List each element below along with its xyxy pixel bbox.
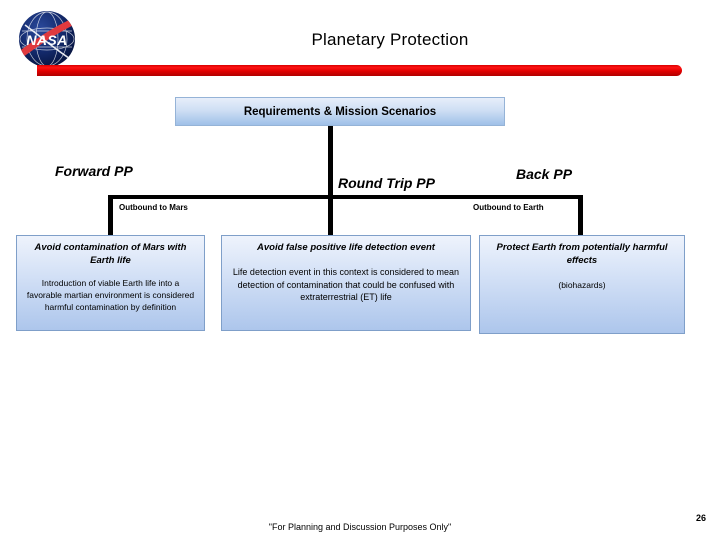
- sublabel-outbound-to-mars: Outbound to Mars: [119, 203, 188, 212]
- branch-label-forward-pp: Forward PP: [55, 163, 133, 179]
- content-box-forward-pp: Avoid contamination of Mars with Earth l…: [16, 235, 205, 331]
- red-divider-bar: [37, 65, 682, 76]
- branch-label-back-pp: Back PP: [516, 166, 573, 182]
- requirements-header-box: Requirements & Mission Scenarios: [175, 97, 505, 126]
- content-box-round-trip-pp: Avoid false positive life detection even…: [221, 235, 471, 331]
- nasa-logo: NASA: [16, 8, 78, 70]
- svg-text:NASA: NASA: [26, 32, 67, 48]
- connector-drop-center: [328, 195, 333, 235]
- content-box-body: Life detection event in this context is …: [232, 266, 460, 303]
- page-title: Planetary Protection: [311, 30, 469, 49]
- content-box-back-pp: Protect Earth from potentially harmful e…: [479, 235, 685, 334]
- slide-number: 26: [695, 513, 706, 523]
- content-box-heading: Avoid false positive life detection even…: [257, 242, 435, 253]
- content-box-body: Introduction of viable Earth life into a…: [26, 277, 195, 312]
- connector-horizontal-bar: [108, 195, 583, 199]
- connector-drop-right: [578, 195, 583, 235]
- sublabel-outbound-to-earth: Outbound to Earth: [473, 203, 544, 212]
- content-box-body: (biohazards): [558, 279, 606, 290]
- connector-stem-vertical: [328, 126, 333, 197]
- footer-note: "For Planning and Discussion Purposes On…: [268, 522, 452, 532]
- requirements-header-label: Requirements & Mission Scenarios: [243, 105, 437, 118]
- connector-drop-left: [108, 195, 113, 235]
- branch-label-round-trip-pp: Round Trip PP: [338, 175, 435, 191]
- content-box-heading: Protect Earth from potentially harmful e…: [496, 242, 668, 266]
- content-box-heading: Avoid contamination of Mars with Earth l…: [34, 242, 187, 266]
